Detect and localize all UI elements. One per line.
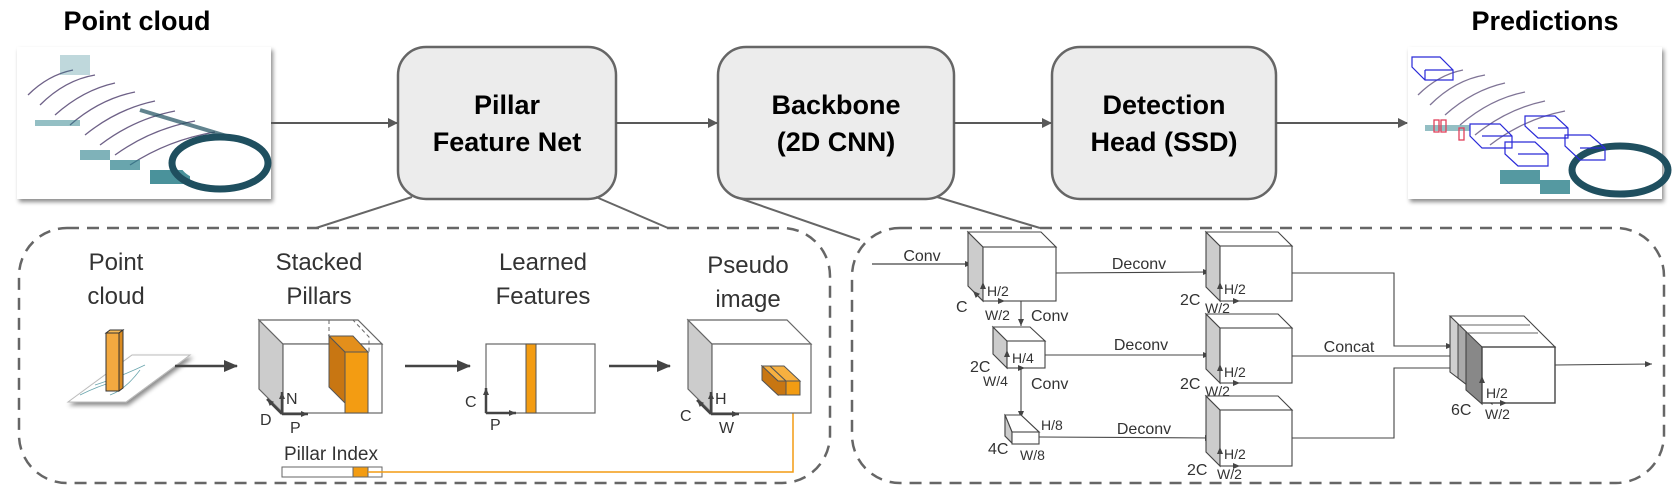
deconv-label-1: Deconv <box>1112 256 1166 273</box>
svg-text:H/8: H/8 <box>1041 417 1063 433</box>
svg-text:W/4: W/4 <box>983 373 1008 389</box>
down-block-3: H/8 4C W/8 <box>988 413 1063 463</box>
axis-w: W <box>719 420 735 437</box>
connector-pfn-right <box>595 196 669 229</box>
svg-text:Pseudo: Pseudo <box>707 252 788 279</box>
svg-text:W/2: W/2 <box>985 307 1010 323</box>
concat-block: H/2 6C W/2 <box>1448 315 1557 422</box>
stage-pillar-feature-net: Pillar Feature Net <box>396 45 618 201</box>
svg-text:4C: 4C <box>988 441 1008 458</box>
svg-text:Head (SSD): Head (SSD) <box>1090 127 1237 157</box>
axis-h: H <box>715 391 727 408</box>
pillar-index-label: Pillar Index <box>284 444 378 465</box>
svg-text:2C: 2C <box>1187 462 1207 479</box>
input-conv-label: Conv <box>903 248 940 265</box>
axis-c-pseudo: C <box>680 408 692 425</box>
deconv-label-2: Deconv <box>1114 337 1168 354</box>
svg-text:W/2: W/2 <box>1205 300 1230 316</box>
svg-text:Detection: Detection <box>1102 90 1225 120</box>
connector-backbone-left <box>735 196 861 241</box>
svg-text:W/2: W/2 <box>1485 406 1510 422</box>
svg-text:Backbone: Backbone <box>771 90 900 120</box>
pfn-detail-panel <box>17 226 832 485</box>
svg-text:W/2: W/2 <box>1217 466 1242 482</box>
stage-detection-head: Detection Head (SSD) <box>1050 45 1278 201</box>
concat-label: Concat <box>1324 339 1375 356</box>
svg-text:H/4: H/4 <box>1012 350 1034 366</box>
svg-text:2C: 2C <box>1180 376 1200 393</box>
svg-text:image: image <box>715 286 780 313</box>
svg-text:cloud: cloud <box>87 283 144 310</box>
arrow-backbone-output <box>1554 361 1653 368</box>
svg-text:W/8: W/8 <box>1020 447 1045 463</box>
pseudo-image-tensor: H C W <box>680 318 813 437</box>
axis-n: N <box>286 391 298 408</box>
backbone-detail-panel <box>850 226 1666 485</box>
input-title: Point cloud <box>64 6 211 36</box>
svg-text:Pillar: Pillar <box>474 90 541 120</box>
axis-d: D <box>260 412 272 429</box>
concat-line-3 <box>1292 365 1472 439</box>
up-block-3: H/2 2C W/2 <box>1187 394 1294 482</box>
conv-label-1: Conv <box>1031 308 1068 325</box>
deconv-label-3: Deconv <box>1117 421 1171 438</box>
svg-text:H/2: H/2 <box>1224 364 1246 380</box>
svg-text:Point: Point <box>89 249 144 276</box>
svg-text:H/2: H/2 <box>987 283 1009 299</box>
svg-text:(2D CNN): (2D CNN) <box>777 127 896 157</box>
concat-line-1 <box>1292 272 1453 349</box>
point-cloud-plane-with-pillar <box>66 329 192 403</box>
point-cloud-image <box>17 47 272 199</box>
stage-backbone: Backbone (2D CNN) <box>716 45 956 201</box>
svg-text:H/2: H/2 <box>1224 446 1246 462</box>
svg-text:Feature Net: Feature Net <box>433 127 582 157</box>
connector-backbone-right <box>936 196 1041 229</box>
svg-text:Learned: Learned <box>499 249 587 276</box>
svg-text:2C: 2C <box>1180 292 1200 309</box>
down-block-2: H/4 2C W/4 <box>970 325 1047 389</box>
svg-text:Stacked: Stacked <box>276 249 363 276</box>
svg-text:H/2: H/2 <box>1224 281 1246 297</box>
learned-features-tensor: C P <box>465 343 596 434</box>
svg-text:Pillars: Pillars <box>286 283 351 310</box>
up-block-1: H/2 2C W/2 <box>1180 230 1294 316</box>
svg-text:W/2: W/2 <box>1205 383 1230 399</box>
output-title: Predictions <box>1471 6 1618 36</box>
arrow-deconv-3 <box>1038 434 1213 441</box>
conv-label-2: Conv <box>1031 376 1068 393</box>
pillar-index-bar <box>281 466 383 478</box>
axis-c: C <box>465 394 477 411</box>
up-block-2: H/2 2C W/2 <box>1180 312 1294 399</box>
connector-pfn-left <box>315 196 413 229</box>
stacked-pillars-tensor: N D P <box>257 318 384 437</box>
axis-p: P <box>290 420 301 437</box>
svg-text:H/2: H/2 <box>1486 385 1508 401</box>
axis-p-learned: P <box>490 417 501 434</box>
pfn-step-labels: Point cloud Stacked Pillars Learned Feat… <box>87 249 788 313</box>
svg-text:Features: Features <box>496 283 591 310</box>
svg-text:2C: 2C <box>970 359 990 376</box>
predictions-image <box>1408 47 1672 199</box>
down-block-1: H/2 C W/2 <box>956 230 1058 323</box>
arrow-deconv-1 <box>1055 269 1211 276</box>
pillar-index-scatter-line <box>368 405 794 473</box>
svg-text:C: C <box>956 299 968 316</box>
svg-text:6C: 6C <box>1451 402 1471 419</box>
